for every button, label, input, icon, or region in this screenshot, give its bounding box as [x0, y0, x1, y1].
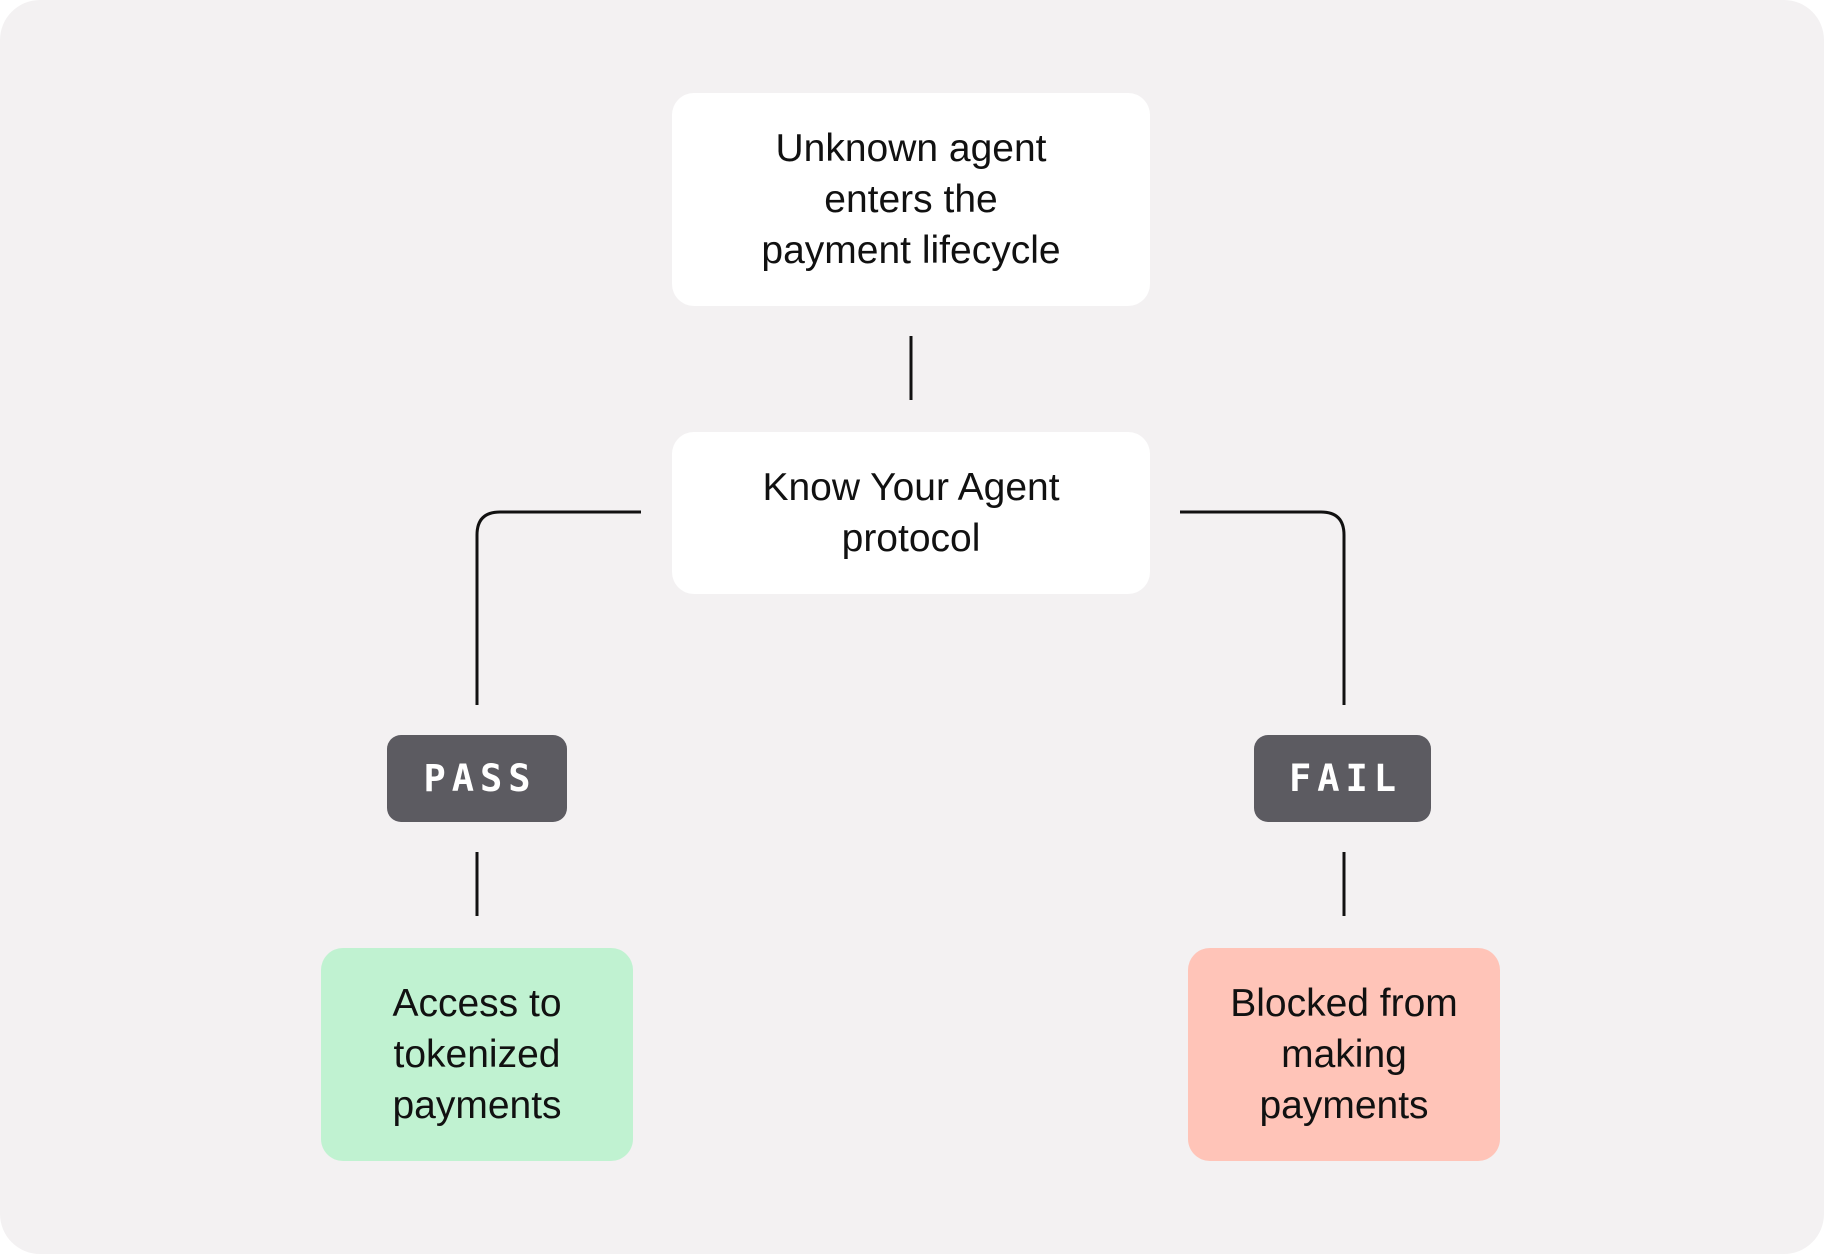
start-node: Unknown agent enters the payment lifecyc…	[672, 93, 1150, 306]
fail-badge: FAIL	[1254, 735, 1431, 822]
connector-protocol-to-fail	[1180, 510, 1346, 705]
pass-badge: PASS	[387, 735, 567, 822]
pass-outcome-node: Access to tokenized payments	[321, 948, 633, 1161]
fail-outcome-node: Blocked from making payments	[1188, 948, 1500, 1161]
connector-protocol-to-pass	[475, 510, 641, 705]
protocol-node: Know Your Agent protocol	[672, 432, 1150, 594]
